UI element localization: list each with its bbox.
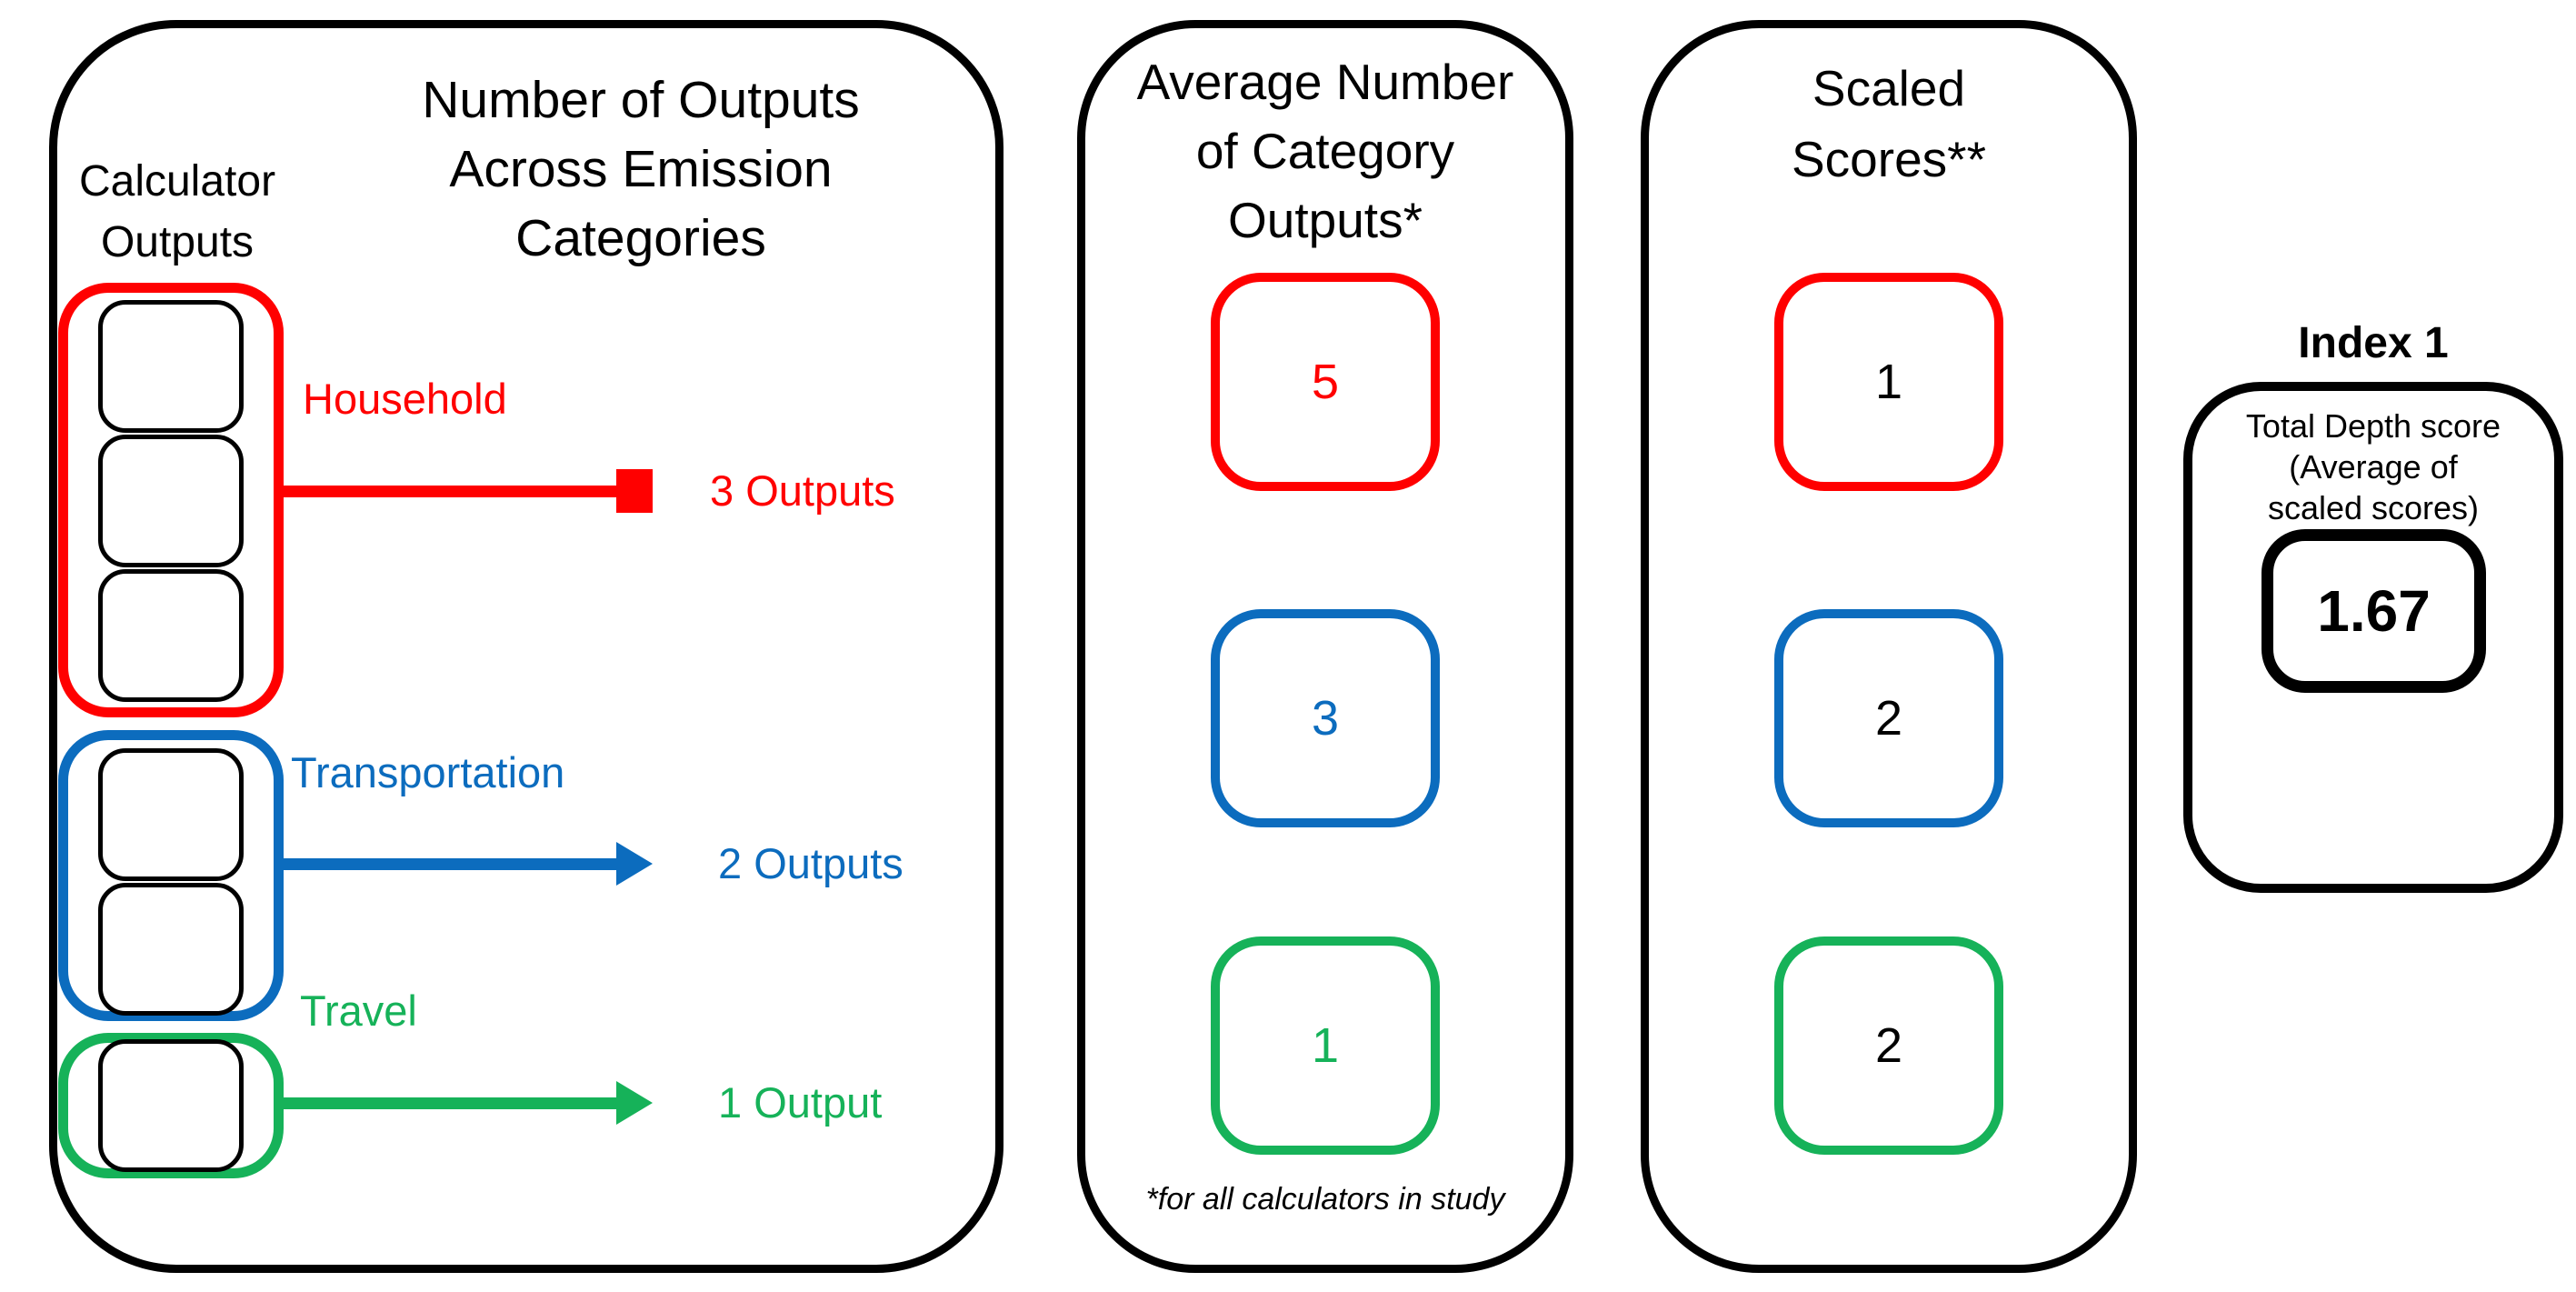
index1-value: 1.67	[2317, 578, 2431, 644]
calculator-output-box	[98, 1039, 244, 1172]
travel-average-value: 1	[1311, 1018, 1340, 1073]
household-arrow	[284, 486, 618, 497]
index1-box	[2183, 382, 2563, 893]
household-outputs-count: 3 Outputs	[710, 466, 895, 515]
calculator-output-box	[98, 748, 244, 881]
travel-average-box: 1	[1211, 936, 1440, 1155]
travel-arrow-head	[616, 1081, 653, 1125]
transportation-average-value: 3	[1311, 691, 1340, 746]
calculator-output-box	[98, 300, 244, 433]
transportation-output-group	[58, 730, 284, 1021]
travel-arrow	[284, 1097, 618, 1109]
transportation-scaled-score-value: 2	[1874, 691, 1903, 746]
transportation-label: Transportation	[291, 748, 565, 796]
transportation-outputs-count: 2 Outputs	[718, 839, 904, 887]
travel-outputs-count: 1 Output	[718, 1078, 883, 1127]
travel-scaled-score-box: 2	[1774, 936, 2003, 1155]
travel-output-group	[58, 1033, 284, 1178]
transportation-arrow-head	[616, 842, 653, 886]
scaled-scores-title: Scaled Scores**	[1792, 60, 1986, 187]
averages-footnote: *for all calculators in study	[1145, 1182, 1505, 1217]
index1-value-box: 1.67	[2261, 529, 2486, 693]
transportation-average-box: 3	[1211, 609, 1440, 827]
household-scaled-score-value: 1	[1874, 355, 1903, 409]
category-averages-title: Average Number of Category Outputs*	[1136, 54, 1514, 248]
calculator-output-box	[98, 569, 244, 702]
household-average-box: 5	[1211, 273, 1440, 491]
calculator-output-box	[98, 435, 244, 567]
transportation-scaled-score-box: 2	[1774, 609, 2003, 827]
household-scaled-score-box: 1	[1774, 273, 2003, 491]
household-arrow-head	[616, 469, 653, 513]
index1-subtitle: Total Depth score (Average of scaled sco…	[2245, 407, 2501, 526]
household-average-value: 5	[1311, 355, 1340, 409]
calculator-outputs-label: Calculator Outputs	[78, 157, 276, 266]
calculator-output-box	[98, 883, 244, 1016]
outputs-panel-title: Number of Outputs Across Emission Catego…	[422, 71, 860, 267]
household-label: Household	[303, 375, 507, 423]
household-output-group	[58, 283, 284, 717]
travel-scaled-score-value: 2	[1874, 1018, 1903, 1073]
travel-label: Travel	[300, 987, 417, 1035]
index1-title: Index 1	[2298, 319, 2449, 367]
transportation-arrow	[284, 858, 618, 870]
